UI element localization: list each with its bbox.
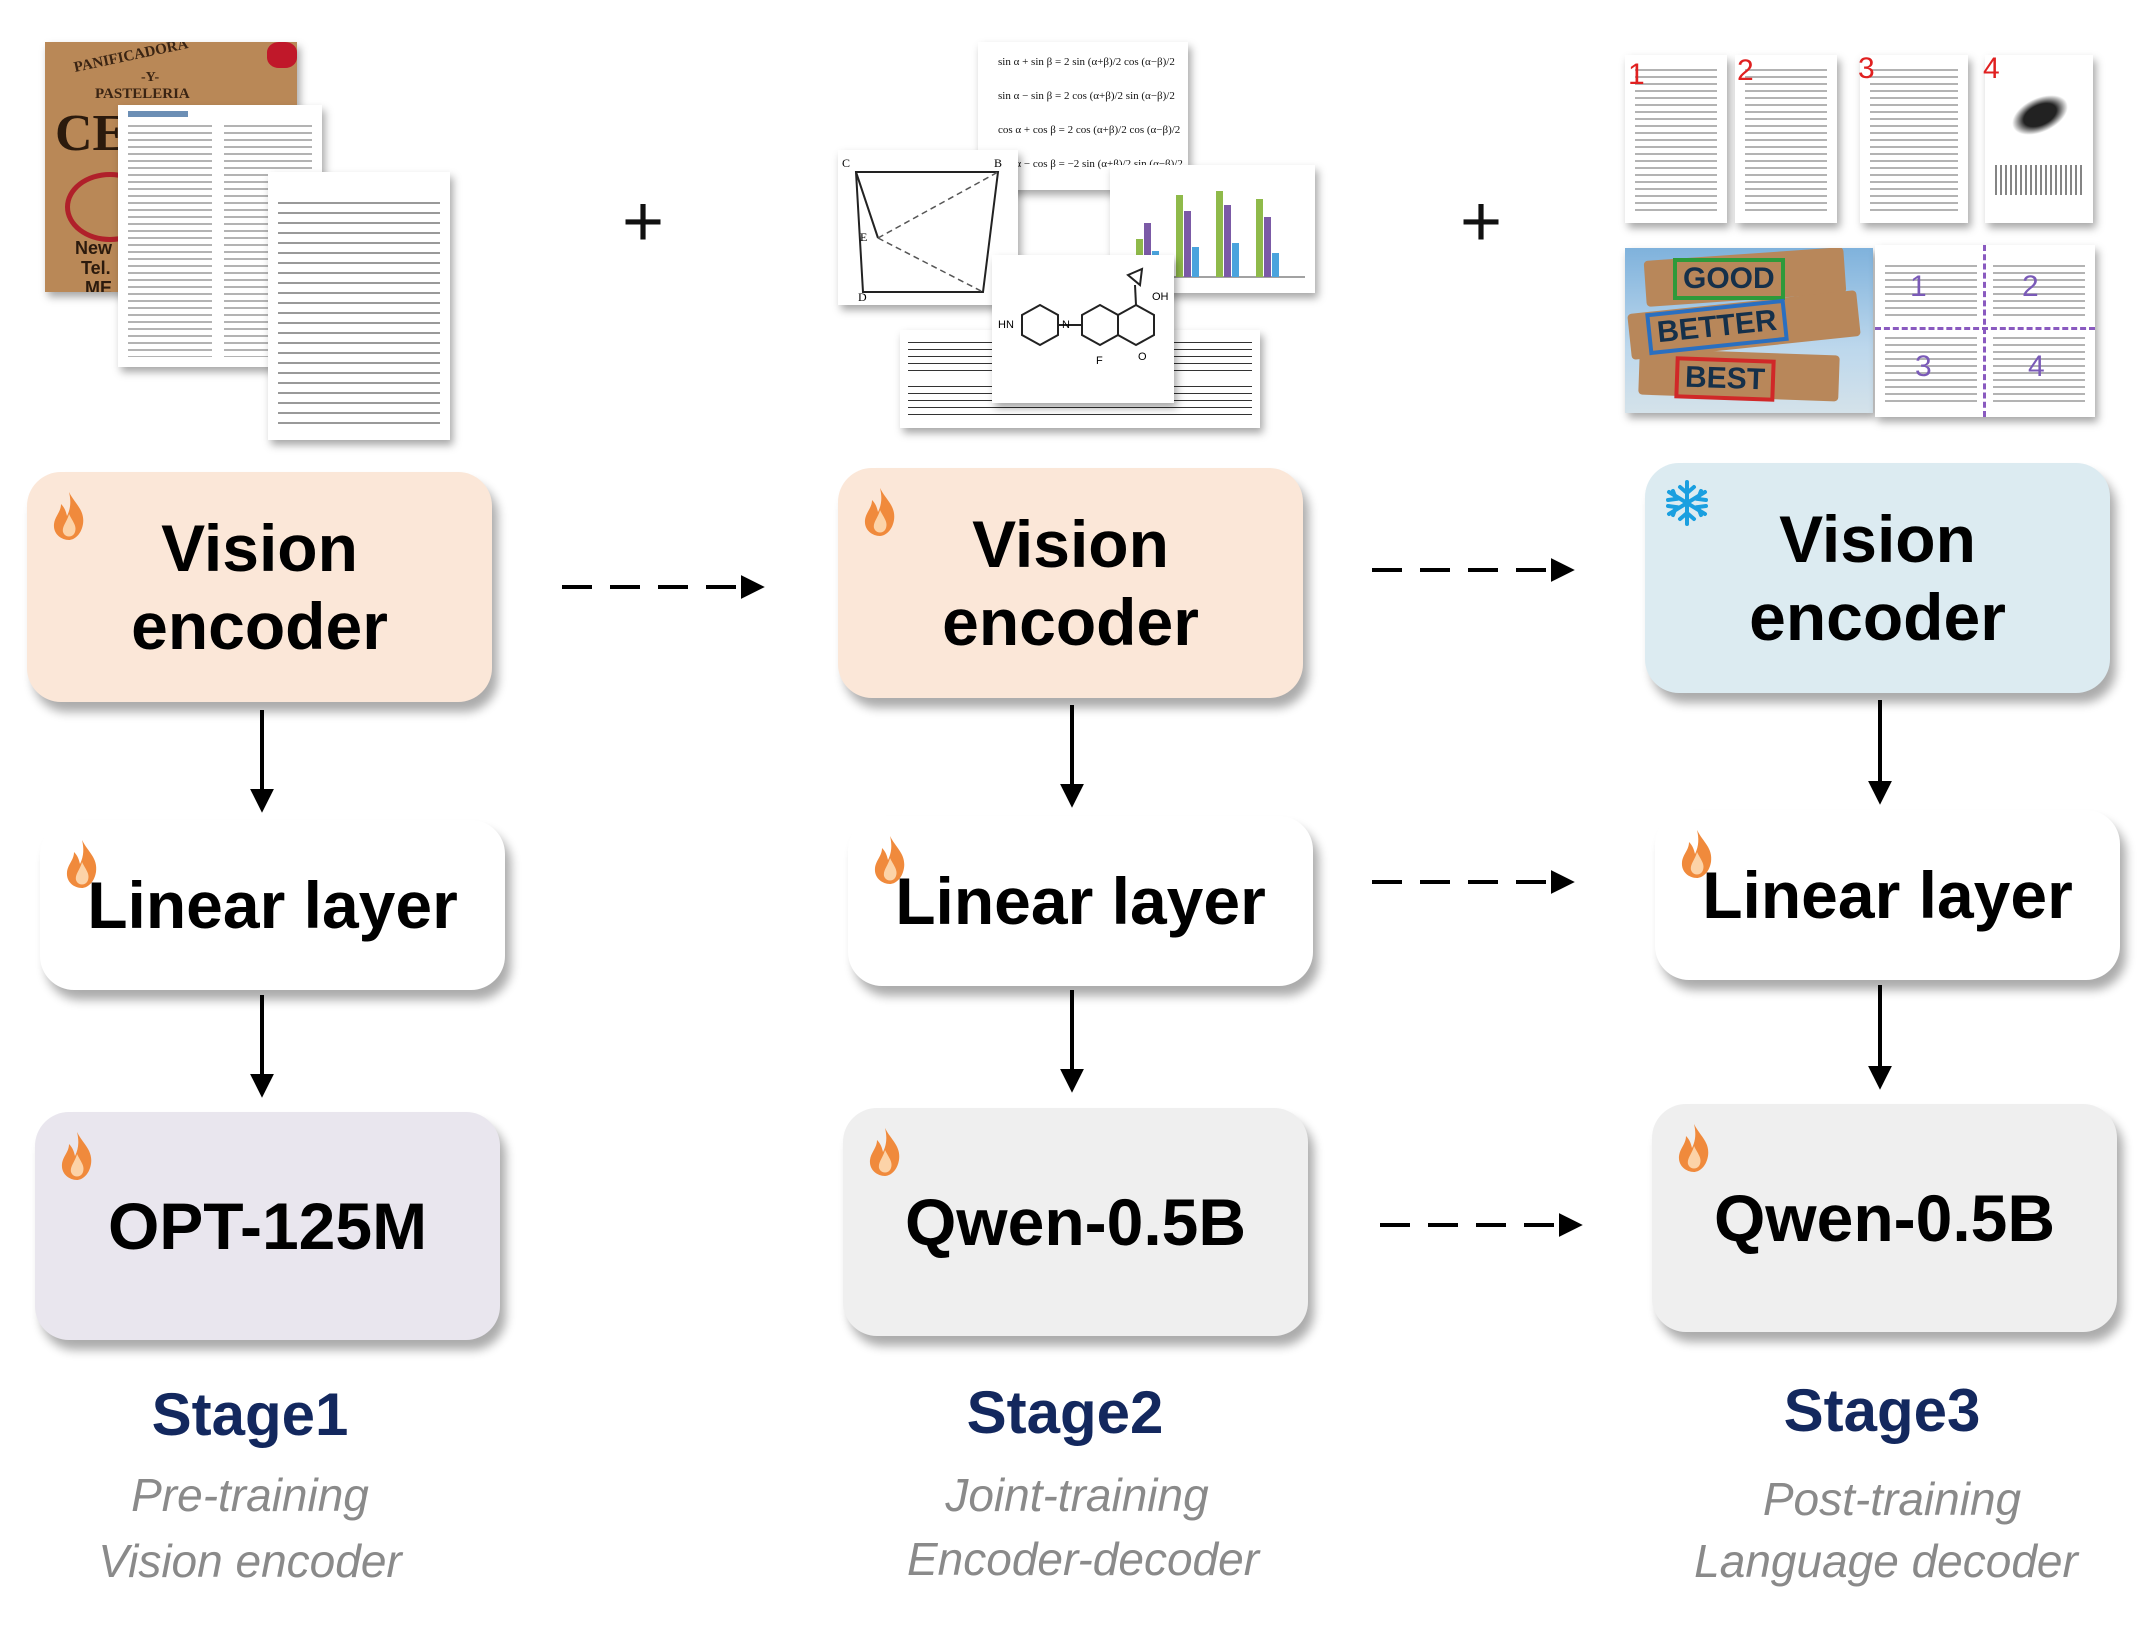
stage3-title: Stage3 [1783,1377,1981,1444]
stage3-decoder-label: Qwen-0.5B [1713,1181,2056,1255]
geometry-label-b: B [994,156,1003,170]
formula-line-2: sin α − sin β = 2 cos (α+β)/2 sin (α−β)/… [998,90,1175,102]
page-number-2: 2 [1737,54,1754,87]
doc-heading-bar [128,111,188,117]
stage2-encoder-label-1: Vision [972,507,1169,581]
flame-icon [66,840,97,888]
stage1-subtitle-1: Pre-training [131,1469,369,1521]
flame-icon [61,1132,92,1180]
stage1-decoder-label: OPT-125M [107,1189,428,1263]
stage3-linear-layer: Linear layer [1655,810,2120,980]
geometry-label-e: E [860,230,868,244]
flame-icon [874,836,905,884]
geometry-label-c: C [842,156,851,170]
poster-text-5: New [75,238,113,258]
flame-icon [53,492,84,540]
poster-text-4: CE [55,105,128,162]
poster-text-6: Tel. [81,258,111,278]
multipage-page-1 [1625,55,1727,223]
stage1-title: Stage1 [151,1381,349,1448]
page-number-1: 1 [1628,58,1645,91]
flame-icon [864,488,895,536]
stage2-subtitle-1: Joint-training [945,1469,1209,1521]
stage2-linear-layer: Linear layer [848,816,1313,986]
stage1-subtitle-2: Vision encoder [98,1535,402,1587]
multipage-page-2 [1735,55,1837,223]
plus-sign-2: + [1460,182,1503,262]
poster-text-2: -Y- [141,70,160,85]
stage3-subtitle-1: Post-training [1762,1473,2022,1525]
formula-line-3: cos α + cos β = 2 cos (α+β)/2 cos (α−β)/… [998,124,1181,136]
stage2-decoder-label: Qwen-0.5B [904,1185,1247,1259]
molecule-label-n: N [1062,319,1070,331]
geometry-label-d: D [858,290,867,304]
stage1-linear-label: Linear layer [87,868,458,942]
stage1-linear-layer: Linear layer [40,820,505,990]
page-number-3: 3 [1858,52,1875,85]
flame-icon [869,1128,900,1176]
document-page-chinese [268,172,450,440]
plus-sign-1: + [622,182,665,262]
poster-text-7: ME [85,278,112,292]
multipage-page-4 [1985,55,2093,223]
quadrant-number-1: 1 [1910,270,1927,303]
sign-word-good: GOOD [1673,258,1785,300]
signpost-image: GOOD BETTER BEST [1625,248,1873,413]
quadrant-divider-horizontal [1875,327,2095,330]
quadrant-number-4: 4 [2028,350,2045,383]
stage1-encoder-label-2: encoder [131,589,388,663]
stage1-decoder: OPT-125M [35,1112,500,1340]
snowflake-icon [1666,480,1708,526]
stage2-encoder-label-2: encoder [942,585,1199,659]
signal-plot [1995,165,2083,195]
flame-icon [1678,1124,1709,1172]
poster-text-1: PANIFICADORA [72,42,190,76]
stage3-decoder: Qwen-0.5B [1652,1104,2117,1332]
flame-icon [1681,830,1712,878]
quadrant-divider-vertical [1983,245,1986,417]
stage3-encoder-label-1: Vision [1779,502,1976,576]
quadrant-number-3: 3 [1915,350,1932,383]
geometry-figure [854,171,1000,293]
multipage-page-3 [1860,55,1968,223]
molecule-label-oh: OH [1152,291,1169,303]
sign-word-best: BEST [1674,356,1776,402]
stage2-decoder: Qwen-0.5B [843,1108,1308,1336]
stage2-title: Stage2 [966,1379,1164,1446]
poster-corner-ornament [267,42,297,68]
stage3-linear-label: Linear layer [1702,858,2073,932]
molecule-structure [1021,267,1155,347]
molecule-label-hn: HN [998,319,1014,331]
poster-text-3: PASTELERIA [95,86,190,102]
stage3-subtitle-2: Language decoder [1694,1535,2078,1587]
stage2-linear-label: Linear layer [895,864,1266,938]
scatter-blob [1999,82,2081,148]
stage1-encoder-label-1: Vision [161,511,358,585]
molecule-label-o: O [1138,351,1147,363]
sign-word-better: BETTER [1645,298,1789,356]
stage2-subtitle-2: Encoder-decoder [906,1533,1260,1585]
formula-line-1: sin α + sin β = 2 sin (α+β)/2 cos (α−β)/… [998,56,1175,68]
geometry-image: C B E D [838,150,1018,305]
quadrant-number-2: 2 [2022,270,2039,303]
molecule-image: HN N F OH O [992,255,1174,403]
page-number-4: 4 [1983,52,2000,85]
molecule-label-f: F [1096,355,1103,367]
stage3-encoder-label-2: encoder [1749,580,2006,654]
quadrant-document-image [1875,245,2095,417]
